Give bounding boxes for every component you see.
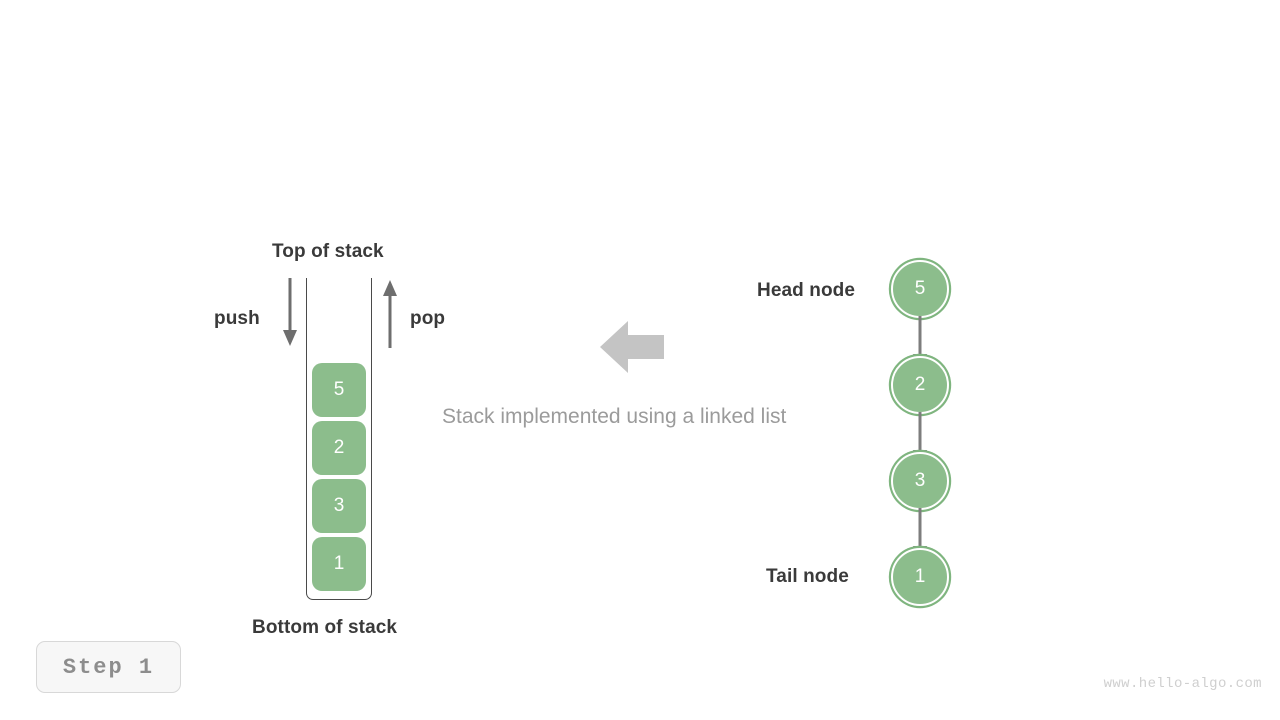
stack-cell-list: 5 2 3 1 — [312, 363, 366, 591]
push-label: push — [214, 308, 260, 329]
linked-list-node: 5 — [891, 260, 949, 318]
stack-cell: 2 — [312, 421, 366, 475]
linked-list-node: 2 — [891, 356, 949, 414]
stack-cell: 3 — [312, 479, 366, 533]
step-badge: Step 1 — [36, 641, 181, 693]
watermark: www.hello-algo.com — [1103, 676, 1262, 692]
tail-node-label: Tail node — [766, 566, 849, 587]
stack-cell: 1 — [312, 537, 366, 591]
stack-cell: 5 — [312, 363, 366, 417]
push-arrow-down-icon — [283, 278, 297, 346]
bottom-of-stack-label: Bottom of stack — [252, 617, 398, 638]
block-arrow-left-icon — [600, 321, 664, 373]
pop-label: pop — [410, 308, 446, 329]
linked-list-node: 3 — [891, 452, 949, 510]
linked-list-node: 1 — [891, 548, 949, 606]
top-of-stack-label: Top of stack — [272, 241, 384, 262]
head-node-label: Head node — [757, 280, 856, 301]
center-caption: Stack implemented using a linked list — [442, 405, 787, 428]
stack-container — [306, 278, 372, 600]
pop-arrow-up-icon — [383, 280, 397, 348]
